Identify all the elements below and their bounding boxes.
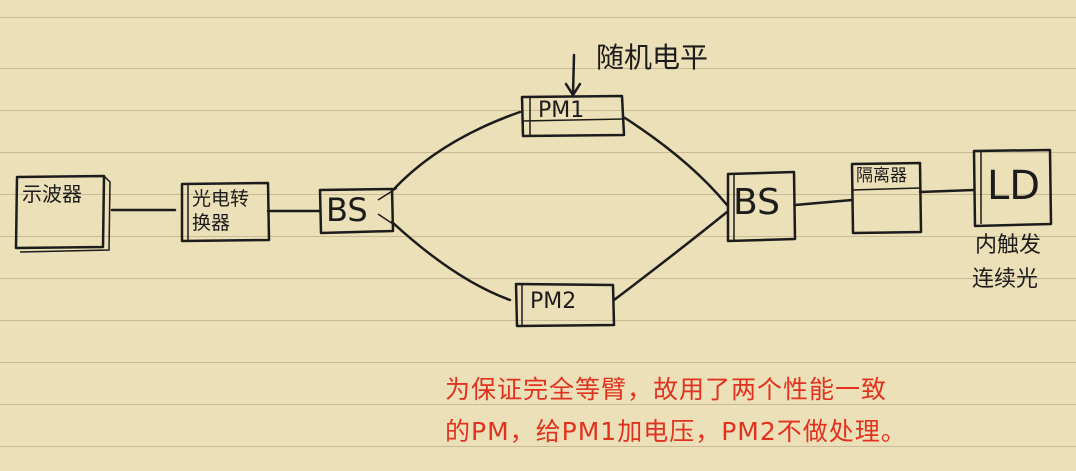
photodetector-label-line1: 光电转 — [192, 188, 250, 210]
oscilloscope-label: 示波器 — [22, 182, 82, 206]
wire-isolator-to-ld — [918, 188, 976, 194]
oscilloscope-box — [14, 174, 111, 253]
phase-modulator-2-box — [514, 282, 616, 328]
photodetector-box — [180, 181, 271, 243]
phase-modulator-1-label: PM1 — [538, 98, 585, 123]
beam-splitter-right-label: BS — [733, 182, 780, 223]
ld-note-line1: 内触发 — [975, 233, 1042, 258]
phase-modulator-1-box — [520, 94, 626, 138]
beam-splitter-left-box — [318, 187, 398, 235]
ld-note-line2: 连续光 — [972, 267, 1039, 292]
wire-bs-to-isolator — [793, 198, 854, 207]
wire-bs-to-pm1 — [391, 110, 522, 192]
wire-pm1-to-bs — [623, 116, 729, 207]
isolator-label: 隔离器 — [856, 166, 907, 186]
note-line1: 为保证完全等臂，故用了两个性能一致 — [445, 375, 888, 404]
random-level-arrow — [564, 53, 582, 98]
wire-pm2-to-bs — [612, 210, 729, 302]
random-level-label: 随机电平 — [596, 41, 709, 74]
laser-diode-box — [972, 148, 1053, 228]
photodetector-label-line2: 换器 — [192, 212, 231, 234]
note-line2: 的PM，给PM1加电压，PM2不做处理。 — [445, 417, 907, 446]
laser-diode-label: LD — [987, 163, 1041, 209]
beam-splitter-left-label: BS — [326, 191, 368, 229]
isolator-box — [850, 161, 923, 235]
phase-modulator-2-label: PM2 — [530, 289, 577, 314]
wire-bs-to-pm2 — [390, 220, 512, 302]
beam-splitter-right-box — [726, 170, 797, 243]
